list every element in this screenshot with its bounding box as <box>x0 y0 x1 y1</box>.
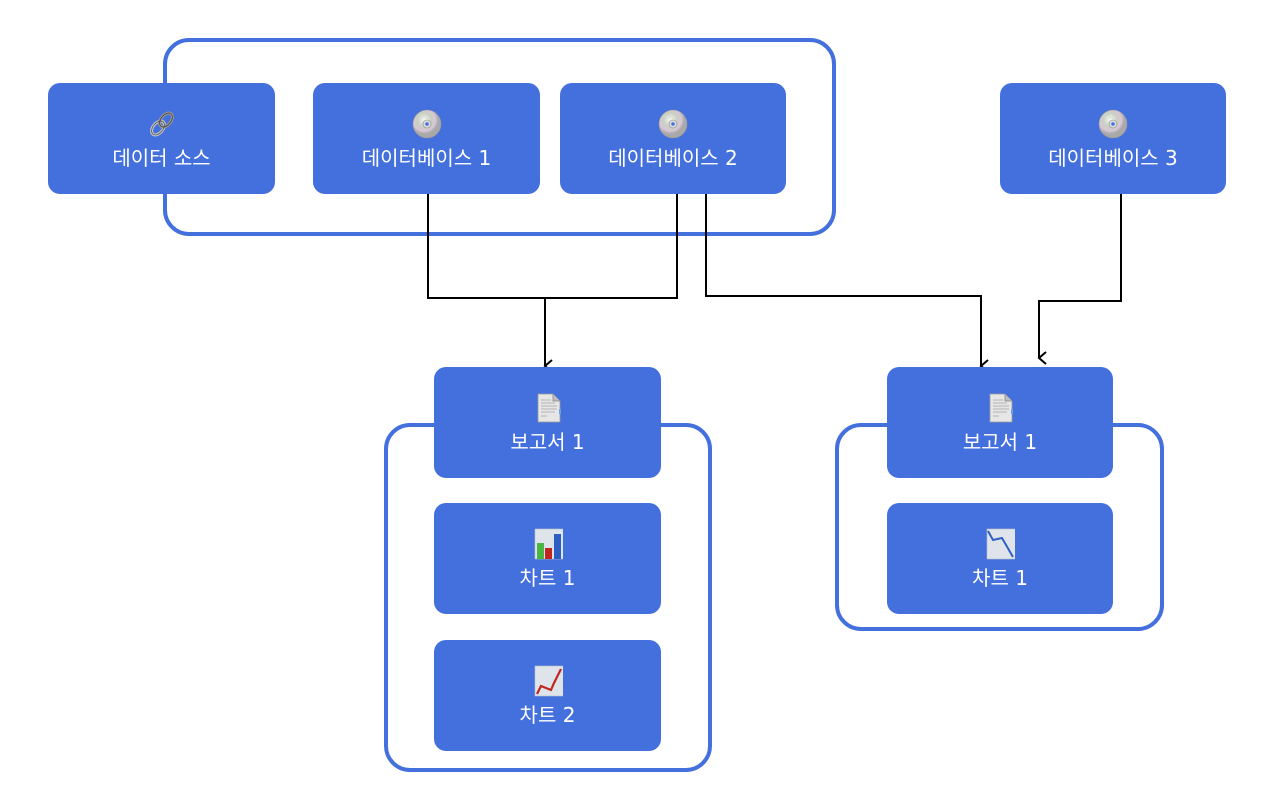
node-label: 보고서 1 <box>510 429 585 454</box>
node-report-right-chart-1[interactable]: 차트 1 <box>887 503 1113 614</box>
node-label: 데이터 소스 <box>112 145 211 170</box>
node-label: 차트 1 <box>519 565 576 590</box>
node-report-right[interactable]: 보고서 1 <box>887 367 1113 478</box>
node-report-left[interactable]: 보고서 1 <box>434 367 661 478</box>
node-report-left-chart-1[interactable]: 차트 1 <box>434 503 661 614</box>
database-disc-icon <box>1098 109 1128 138</box>
edge-db1-report-left <box>427 194 545 299</box>
node-database-2[interactable]: 데이터베이스 2 <box>560 83 786 194</box>
edge-db2-report-right <box>705 194 989 373</box>
node-label: 차트 2 <box>519 702 576 727</box>
document-icon <box>537 393 561 422</box>
node-label: 보고서 1 <box>962 429 1038 454</box>
edge-db3-report-right <box>1037 194 1122 365</box>
node-data-source[interactable]: 데이터 소스 <box>48 83 275 194</box>
link-icon <box>149 111 174 136</box>
node-label: 데이터베이스 1 <box>361 145 492 170</box>
node-label: 차트 1 <box>972 565 1028 590</box>
database-disc-icon <box>412 109 441 138</box>
document-icon <box>989 393 1013 422</box>
line-chart-up-icon <box>534 665 563 696</box>
bar-chart-icon <box>534 528 563 559</box>
node-database-3[interactable]: 데이터베이스 3 <box>1000 83 1226 194</box>
edge-db2-report-left <box>543 194 678 373</box>
line-chart-down-icon <box>986 528 1015 559</box>
node-label: 데이터베이스 2 <box>608 145 738 170</box>
node-label: 데이터베이스 3 <box>1048 145 1178 170</box>
database-disc-icon <box>658 109 688 138</box>
node-report-left-chart-2[interactable]: 차트 2 <box>434 640 661 751</box>
node-database-1[interactable]: 데이터베이스 1 <box>313 83 540 194</box>
